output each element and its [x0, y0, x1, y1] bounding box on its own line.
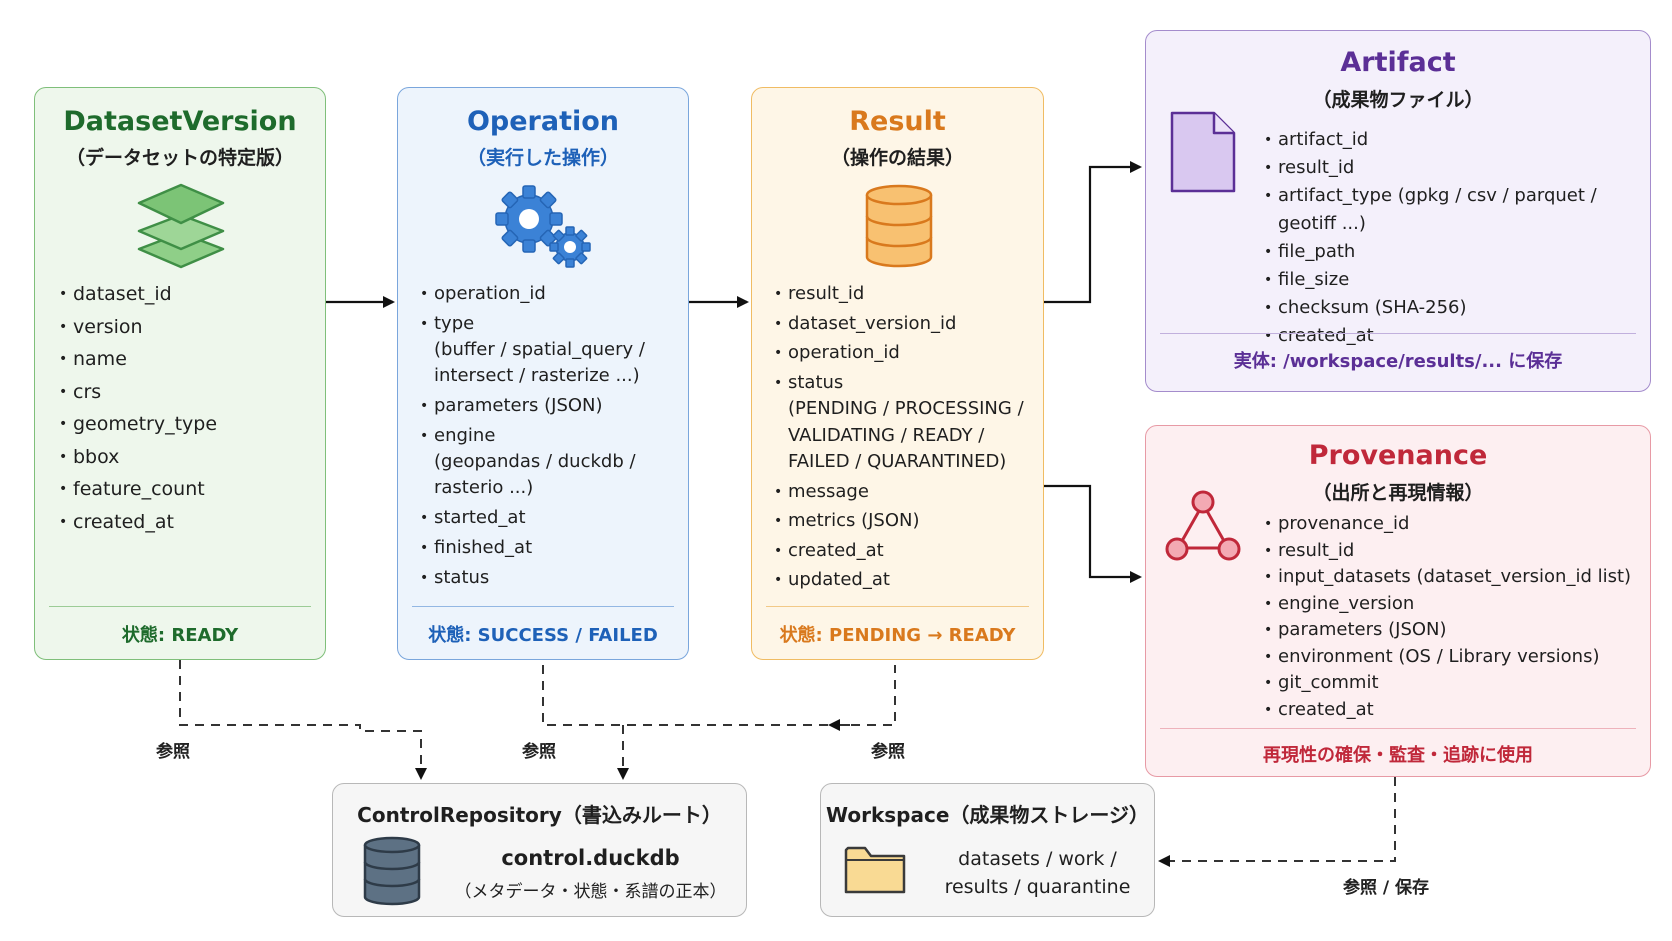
control-repository-title: ControlRepository（書込みルート） [357, 803, 722, 827]
field-item: engine (geopandas / duckdb / rasterio ..… [420, 423, 645, 501]
artifact-box: Artifact （成果物ファイル） artifact_id result_id… [1145, 30, 1651, 392]
field-item: git_commit [1264, 670, 1631, 697]
field-item: type (buffer / spatial_query / intersect… [420, 311, 645, 389]
divider [412, 606, 674, 607]
arrow-result-to-artifact [1044, 161, 1142, 304]
artifact-storage-note: 実体: /workspace/results/... に保存 [1233, 351, 1563, 372]
field-item: provenance_id [1264, 511, 1631, 538]
field-item: input_datasets (dataset_version_id list) [1264, 564, 1631, 591]
field-item: bbox [59, 441, 217, 474]
dataset-version-fields: dataset_id version name crs geometry_typ… [59, 278, 217, 538]
gears-icon [495, 185, 591, 268]
field-item: dataset_version_id [774, 311, 1024, 338]
field-item: file_path [1264, 238, 1650, 266]
divider [766, 606, 1029, 607]
arrow-result-to-provenance [1044, 484, 1142, 583]
field-item: metrics (JSON) [774, 508, 1024, 535]
artifact-fields: artifact_id result_id artifact_type (gpk… [1264, 126, 1650, 350]
provenance-title: Provenance [1308, 440, 1488, 471]
artifact-subtitle: （成果物ファイル） [1312, 89, 1484, 111]
field-item: operation_id [420, 281, 645, 307]
field-item: finished_at [420, 535, 645, 561]
field-item: status (PENDING / PROCESSING / VALIDATIN… [774, 370, 1024, 476]
database-icon [363, 836, 421, 906]
field-item: result_id [1264, 538, 1631, 565]
field-item: engine_version [1264, 591, 1631, 618]
workspace-box: Workspace（成果物ストレージ） datasets / work / re… [820, 783, 1155, 917]
field-item: created_at [1264, 697, 1631, 724]
field-item: updated_at [774, 567, 1024, 594]
field-item: status [420, 565, 645, 591]
result-box: Result （操作の結果） result_id dataset_version… [751, 87, 1044, 660]
result-status: 状態: PENDING → READY [779, 625, 1016, 646]
field-item: environment (OS / Library versions) [1264, 644, 1631, 671]
result-subtitle: （操作の結果） [830, 147, 964, 169]
dataset-version-title: DatasetVersion [63, 106, 297, 137]
dataset-version-subtitle: （データセットの特定版） [65, 147, 294, 169]
operation-fields: operation_id type (buffer / spatial_quer… [420, 281, 645, 595]
workspace-dirs-line1: datasets / work / [958, 848, 1117, 870]
operation-status: 状態: SUCCESS / FAILED [428, 625, 658, 646]
dataset-version-status: 状態: READY [121, 625, 239, 646]
field-item: parameters (JSON) [1264, 617, 1631, 644]
field-item: file_size [1264, 266, 1650, 294]
layers-icon [137, 183, 225, 269]
operation-title: Operation [466, 106, 620, 137]
field-item: result_id [774, 281, 1024, 308]
provenance-fields: provenance_id result_id input_datasets (… [1264, 511, 1631, 723]
field-item: name [59, 343, 217, 376]
field-item: started_at [420, 505, 645, 531]
field-item: created_at [59, 506, 217, 539]
provenance-usage-note: 再現性の確保・監査・追跡に使用 [1263, 745, 1533, 766]
provenance-box: Provenance （出所と再現情報） provenance_id resul… [1145, 425, 1651, 777]
dataset-version-box: DatasetVersion （データセットの特定版） dataset_id v… [34, 87, 326, 660]
ref-label: 参照 [156, 742, 190, 762]
control-repository-box: ControlRepository（書込みルート） control.duckdb… [332, 783, 747, 917]
field-item: message [774, 479, 1024, 506]
operation-subtitle: （実行した操作） [466, 147, 619, 169]
control-db-note: （メタデータ・状態・系譜の正本） [454, 882, 727, 902]
field-item: checksum (SHA-256) [1264, 294, 1650, 322]
field-item: crs [59, 376, 217, 409]
field-item: created_at [774, 538, 1024, 565]
divider [1160, 333, 1636, 334]
dashed-dataset-to-control [179, 660, 427, 780]
artifact-title: Artifact [1340, 47, 1456, 78]
workspace-dirs-line2: results / quarantine [944, 876, 1131, 898]
ref-label: 参照 [871, 742, 905, 762]
provenance-subtitle: （出所と再現情報） [1312, 482, 1484, 504]
database-icon [865, 184, 933, 268]
graph-icon [1165, 490, 1241, 561]
field-item: artifact_id [1264, 126, 1650, 154]
field-item: result_id [1264, 154, 1650, 182]
field-item: artifact_type (gpkg / csv / parquet / ge… [1264, 182, 1650, 238]
workspace-title: Workspace（成果物ストレージ） [826, 803, 1149, 827]
operation-box: Operation （実行した操作） [397, 87, 689, 660]
ref-label: 参照 [522, 742, 556, 762]
ref-save-label: 参照 / 保存 [1343, 878, 1430, 898]
control-db-name: control.duckdb [501, 846, 680, 870]
divider [1160, 728, 1636, 729]
result-fields: result_id dataset_version_id operation_i… [774, 281, 1024, 597]
field-item: version [59, 311, 217, 344]
dashed-provenance-to-workspace [1158, 777, 1396, 867]
field-item: operation_id [774, 340, 1024, 367]
field-item: created_at [1264, 322, 1650, 350]
field-item: parameters (JSON) [420, 393, 645, 419]
field-item: geometry_type [59, 408, 217, 441]
file-icon [1170, 111, 1236, 193]
folder-icon [844, 846, 906, 894]
dashed-operation-to-result-ref [542, 665, 896, 726]
field-item: feature_count [59, 473, 217, 506]
divider [49, 606, 311, 607]
result-title: Result [849, 106, 946, 137]
field-item: dataset_id [59, 278, 217, 311]
